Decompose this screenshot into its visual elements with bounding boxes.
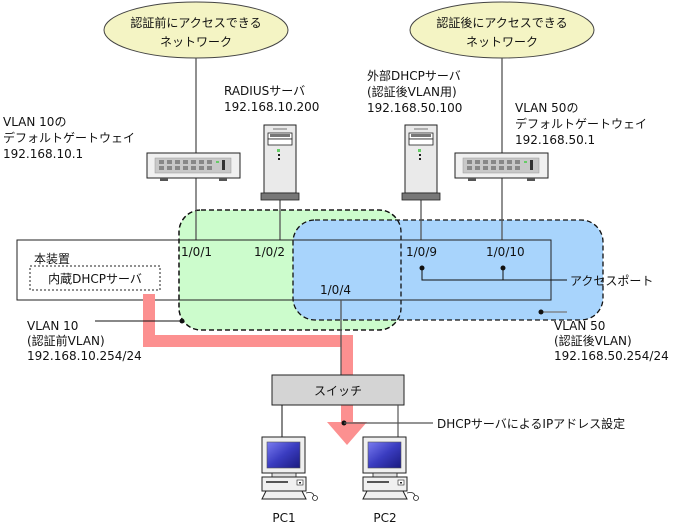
external-dhcp-label-3: 192.168.50.100 [367,101,462,115]
port-1-0-2: 1/0/2 [254,245,285,259]
vlan10-gateway-router-icon [146,152,241,181]
vlan50-region [292,219,604,321]
switch-box [271,374,405,406]
vlan10-label-1: VLAN 10 [27,319,78,333]
port-1-0-1: 1/0/1 [181,245,212,259]
pc2-icon [362,436,419,501]
port-1-0-9: 1/0/9 [406,245,437,259]
vlan10-label-3: 192.168.10.254/24 [27,349,142,363]
vlan50-gateway-label-3: 192.168.50.1 [515,133,595,147]
post-auth-network-label-2: ネットワーク [466,35,538,49]
internal-dhcp-server-label: 内蔵DHCPサーバ [48,272,142,286]
pc1-icon [261,436,318,501]
post-auth-network-cloud: 認証後にアクセスできる ネットワーク [409,1,595,59]
radius-server-label-1: RADIUSサーバ [224,84,305,98]
internal-dhcp-server-box [29,265,161,291]
vlan10-gateway-label-3: 192.168.10.1 [3,147,83,161]
dhcp-setting-label: DHCPサーバによるIPアドレス設定 [437,416,625,431]
external-dhcp-label-2: (認証後VLAN用) [367,84,457,99]
vlan50-label-1: VLAN 50 [554,319,605,333]
external-dhcp-server-icon [401,124,441,201]
main-device-label: 本装置 [34,252,70,266]
pc1-label: PC1 [272,511,295,525]
vlan50-label-3: 192.168.50.254/24 [554,349,669,363]
main-device-box [16,239,552,301]
pre-auth-network-label-1: 認証前にアクセスできる [130,15,261,30]
radius-server-icon [260,124,300,201]
vlan10-region-border [178,209,402,331]
pre-auth-network-cloud: 認証前にアクセスできる ネットワーク [103,1,289,59]
pc2-label: PC2 [373,511,396,525]
external-dhcp-label-1: 外部DHCPサーバ [367,68,461,83]
vlan10-label-2: (認証前VLAN) [27,333,105,348]
port-1-0-4: 1/0/4 [320,283,351,297]
vlan10-gateway-label-2: デフォルトゲートウェイ [3,130,135,145]
vlan50-gateway-label-1: VLAN 50の [515,101,578,115]
port-1-0-10: 1/0/10 [486,245,525,259]
access-port-annotation: アクセスポート [419,265,653,288]
radius-server-label-2: 192.168.10.200 [224,100,319,114]
pre-auth-network-label-2: ネットワーク [160,35,232,49]
vlan50-label-2: (認証後VLAN) [554,333,632,348]
vlan50-gateway-router-icon [454,152,549,181]
post-auth-network-label-1: 認証後にアクセスできる [436,15,567,30]
access-port-label: アクセスポート [570,274,653,288]
vlan50-gateway-label-2: デフォルトゲートウェイ [515,116,647,131]
vlan10-gateway-label-1: VLAN 10の [3,115,66,129]
switch-label: スイッチ [314,384,362,398]
